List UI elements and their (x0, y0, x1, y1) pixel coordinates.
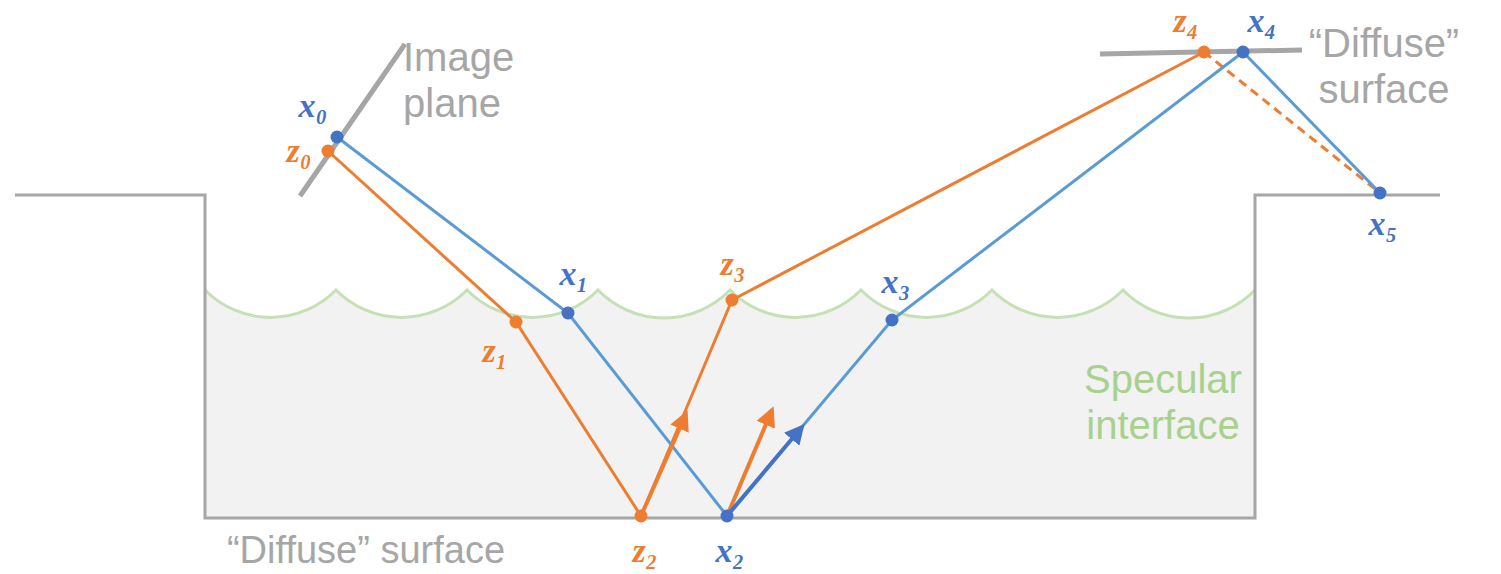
blue-direction-arrow (727, 427, 802, 516)
interface-label: Specular interface (1063, 356, 1263, 448)
pool-outline (15, 195, 1440, 518)
vertex-label: x₃ (882, 262, 911, 301)
vertex-label: x₀ (299, 86, 328, 125)
vertex-label: z₄ (1173, 1, 1198, 40)
vertex-label: x₂ (716, 531, 745, 570)
vertex-label: x₁ (560, 254, 589, 293)
image-plane-label: Image plane (403, 34, 553, 126)
vertex-label: z₁ (482, 331, 507, 370)
vertex-label: z₃ (720, 244, 745, 283)
vertex-label: z₂ (632, 531, 657, 570)
orange-direction-arrow (641, 414, 686, 516)
vertex-label: x₄ (1248, 1, 1277, 40)
surface-label: “Diffuse” surface (227, 529, 505, 573)
vertex-label: x₅ (1369, 204, 1398, 243)
vertex-label: z₀ (286, 131, 311, 170)
surface-label: “Diffuse” surface (1284, 20, 1484, 112)
specular-interface-waves (205, 290, 1255, 318)
orange-direction-arrow (727, 410, 772, 516)
